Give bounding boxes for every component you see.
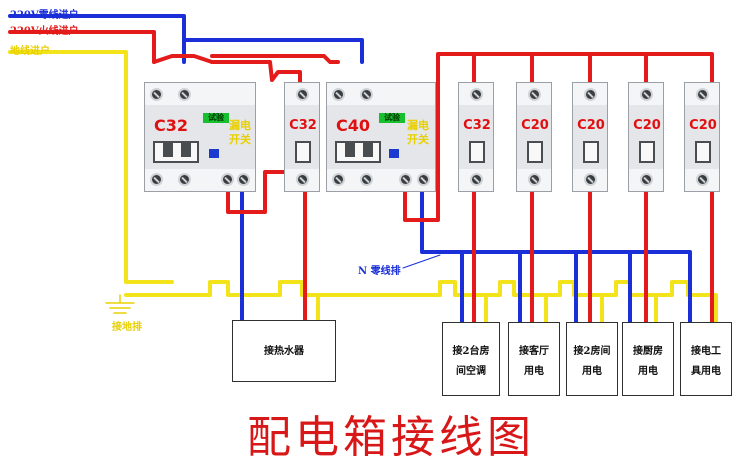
- screw-icon: [178, 88, 191, 101]
- screw-icon: [296, 88, 309, 101]
- load-label-line2: 具用电: [691, 366, 721, 377]
- toggle-lever-icon: [345, 143, 355, 157]
- load-label-line2: 间空调: [456, 366, 486, 377]
- branch-breaker-3: C20: [572, 82, 608, 192]
- toggle-lever-icon: [163, 143, 173, 157]
- live-in-label: 220V火线进户: [10, 26, 79, 37]
- toggle-lever-icon: [363, 143, 373, 157]
- screw-icon: [417, 173, 430, 186]
- load-label-line1: 接2台房: [452, 346, 490, 357]
- branch-breaker-2: C20: [516, 82, 552, 192]
- n-bus-label: N 零线排: [358, 266, 401, 277]
- neutral-wires: [8, 14, 692, 332]
- breaker-rating: C32: [153, 116, 188, 135]
- toggle-switch[interactable]: [335, 141, 381, 163]
- screw-icon: [296, 173, 309, 186]
- branch-breaker-5: C20: [684, 82, 720, 192]
- load-label-line1: 接2房间: [573, 346, 611, 357]
- load-box-living: 接客厅 用电: [508, 322, 560, 396]
- screw-icon: [696, 88, 709, 101]
- branch-breaker-4: C20: [628, 82, 664, 192]
- screw-icon: [360, 88, 373, 101]
- indicator-icon: [389, 149, 399, 158]
- screw-icon: [640, 88, 653, 101]
- breaker-rating: C20: [689, 118, 717, 133]
- screw-icon: [150, 173, 163, 186]
- ground-symbol: [105, 294, 135, 314]
- n-bus-leader: [402, 254, 441, 269]
- toggle-switch[interactable]: [695, 141, 711, 163]
- toggle-switch[interactable]: [469, 141, 485, 163]
- screw-icon: [178, 173, 191, 186]
- screw-icon: [584, 173, 597, 186]
- breaker-rating: C20: [577, 118, 605, 133]
- load-label-line2: 用电: [638, 366, 658, 377]
- ground-terminal-label: 接地排: [112, 322, 142, 333]
- screw-icon: [584, 88, 597, 101]
- toggle-lever-icon: [181, 143, 191, 157]
- screw-icon: [237, 173, 250, 186]
- load-label: 接热水器: [264, 346, 304, 357]
- breaker-rating: C32: [463, 118, 491, 133]
- screw-icon: [150, 88, 163, 101]
- load-label-line2: 用电: [582, 366, 602, 377]
- test-button[interactable]: 试验: [203, 113, 229, 123]
- heater-breaker: C32: [284, 82, 320, 192]
- ground-in-label: 地线进户: [10, 46, 50, 57]
- breaker-rating: C20: [521, 118, 549, 133]
- neutral-in-label: 220V零线进户: [10, 10, 79, 21]
- screw-icon: [332, 88, 345, 101]
- live-wires: [8, 30, 714, 332]
- load-box-heater: 接热水器: [232, 320, 336, 382]
- toggle-switch[interactable]: [583, 141, 599, 163]
- toggle-switch[interactable]: [639, 141, 655, 163]
- indicator-icon: [209, 149, 219, 158]
- load-label-line1: 接客厅: [519, 346, 549, 357]
- screw-icon: [470, 88, 483, 101]
- load-box-ac: 接2台房 间空调: [442, 322, 500, 396]
- toggle-switch[interactable]: [527, 141, 543, 163]
- screw-icon: [221, 173, 234, 186]
- load-label-line1: 接厨房: [633, 346, 663, 357]
- screw-icon: [528, 173, 541, 186]
- screw-icon: [528, 88, 541, 101]
- rcd-label: 漏电开关: [229, 119, 251, 146]
- rcd-label: 漏电开关: [407, 119, 429, 146]
- load-box-kitchen: 接厨房 用电: [622, 322, 674, 396]
- toggle-switch[interactable]: [153, 141, 199, 163]
- breaker-rating: C32: [289, 118, 317, 133]
- load-box-rooms: 接2房间 用电: [566, 322, 618, 396]
- diagram-title: 配电箱接线图: [247, 412, 535, 463]
- load-box-tools: 接电工 具用电: [680, 322, 732, 396]
- toggle-switch[interactable]: [295, 141, 311, 163]
- load-label-line2: 用电: [524, 366, 544, 377]
- screw-icon: [640, 173, 653, 186]
- branch-breaker-1: C32: [458, 82, 494, 192]
- screw-icon: [399, 173, 412, 186]
- screw-icon: [696, 173, 709, 186]
- test-button[interactable]: 试验: [379, 113, 405, 123]
- rcd-branch-breaker: C40 试验 漏电开关: [326, 82, 436, 192]
- screw-icon: [470, 173, 483, 186]
- screw-icon: [360, 173, 373, 186]
- breaker-rating: C20: [633, 118, 661, 133]
- screw-icon: [332, 173, 345, 186]
- breaker-rating: C40: [335, 116, 370, 135]
- rcd-main-breaker: C32 试验 漏电开关: [144, 82, 256, 192]
- load-label-line1: 接电工: [691, 346, 721, 357]
